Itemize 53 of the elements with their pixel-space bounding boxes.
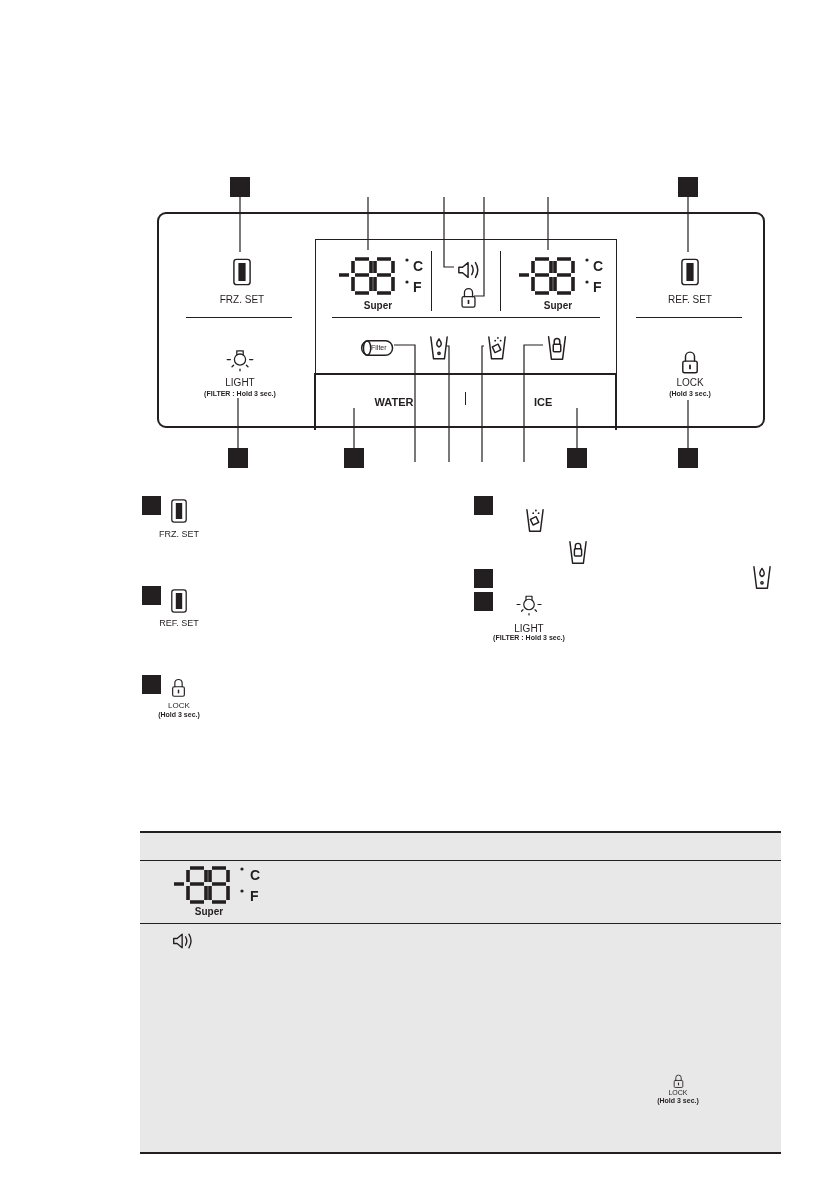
callout-marker <box>142 586 161 605</box>
leader-line <box>367 196 369 251</box>
leader-line <box>687 399 689 449</box>
caption-label: LIGHT <box>513 624 545 634</box>
speaker-icon <box>457 259 481 281</box>
leader-line <box>353 407 355 449</box>
leader-line <box>239 196 241 253</box>
leader-line <box>687 196 689 253</box>
locked-cup-icon <box>546 333 568 361</box>
caption-label: LOCK <box>167 702 191 710</box>
leader-line <box>547 196 549 251</box>
caption-label: FRZ. SET <box>158 530 200 539</box>
leader-line <box>473 196 485 297</box>
unit-label: F <box>413 280 422 294</box>
callout-marker <box>230 177 250 197</box>
mode-label: Super <box>362 301 394 311</box>
unit-label: C <box>413 259 424 273</box>
unit-label: C <box>250 868 261 882</box>
leader-line <box>481 345 485 463</box>
leader-line <box>393 344 416 463</box>
button-label: REF. SET <box>667 295 713 305</box>
callout-marker <box>474 496 493 515</box>
unit-label: C <box>593 259 604 273</box>
mode-label: Super <box>542 301 574 311</box>
display-panel <box>315 239 617 373</box>
dispenser-label: WATER <box>354 392 434 412</box>
leader-line <box>443 196 455 268</box>
water-cup-icon <box>429 333 449 361</box>
callout-marker <box>474 592 493 611</box>
caption-label: REF. SET <box>158 619 200 628</box>
callout-marker <box>567 448 587 468</box>
button-label: LOCK <box>675 378 705 388</box>
button-label: FRZ. SET <box>219 295 265 305</box>
callout-marker <box>678 177 698 197</box>
leader-line <box>237 397 239 449</box>
callout-marker <box>344 448 364 468</box>
padlock-icon <box>460 287 477 308</box>
leader-line <box>576 407 578 449</box>
ice-cup-icon <box>487 333 507 361</box>
unit-label: F <box>593 280 602 294</box>
dispenser-panel <box>314 373 617 430</box>
unit-label: F <box>250 889 259 903</box>
control-panel <box>157 212 765 428</box>
callout-marker <box>678 448 698 468</box>
leader-line <box>523 344 544 463</box>
button-label: LIGHT <box>224 378 256 388</box>
callout-marker <box>228 448 248 468</box>
callout-marker <box>142 496 161 515</box>
hint-label: Super <box>193 907 225 917</box>
leader-line <box>445 345 450 463</box>
callout-marker <box>142 675 161 694</box>
dispenser-label: ICE <box>534 392 628 412</box>
callout-marker <box>474 569 493 588</box>
